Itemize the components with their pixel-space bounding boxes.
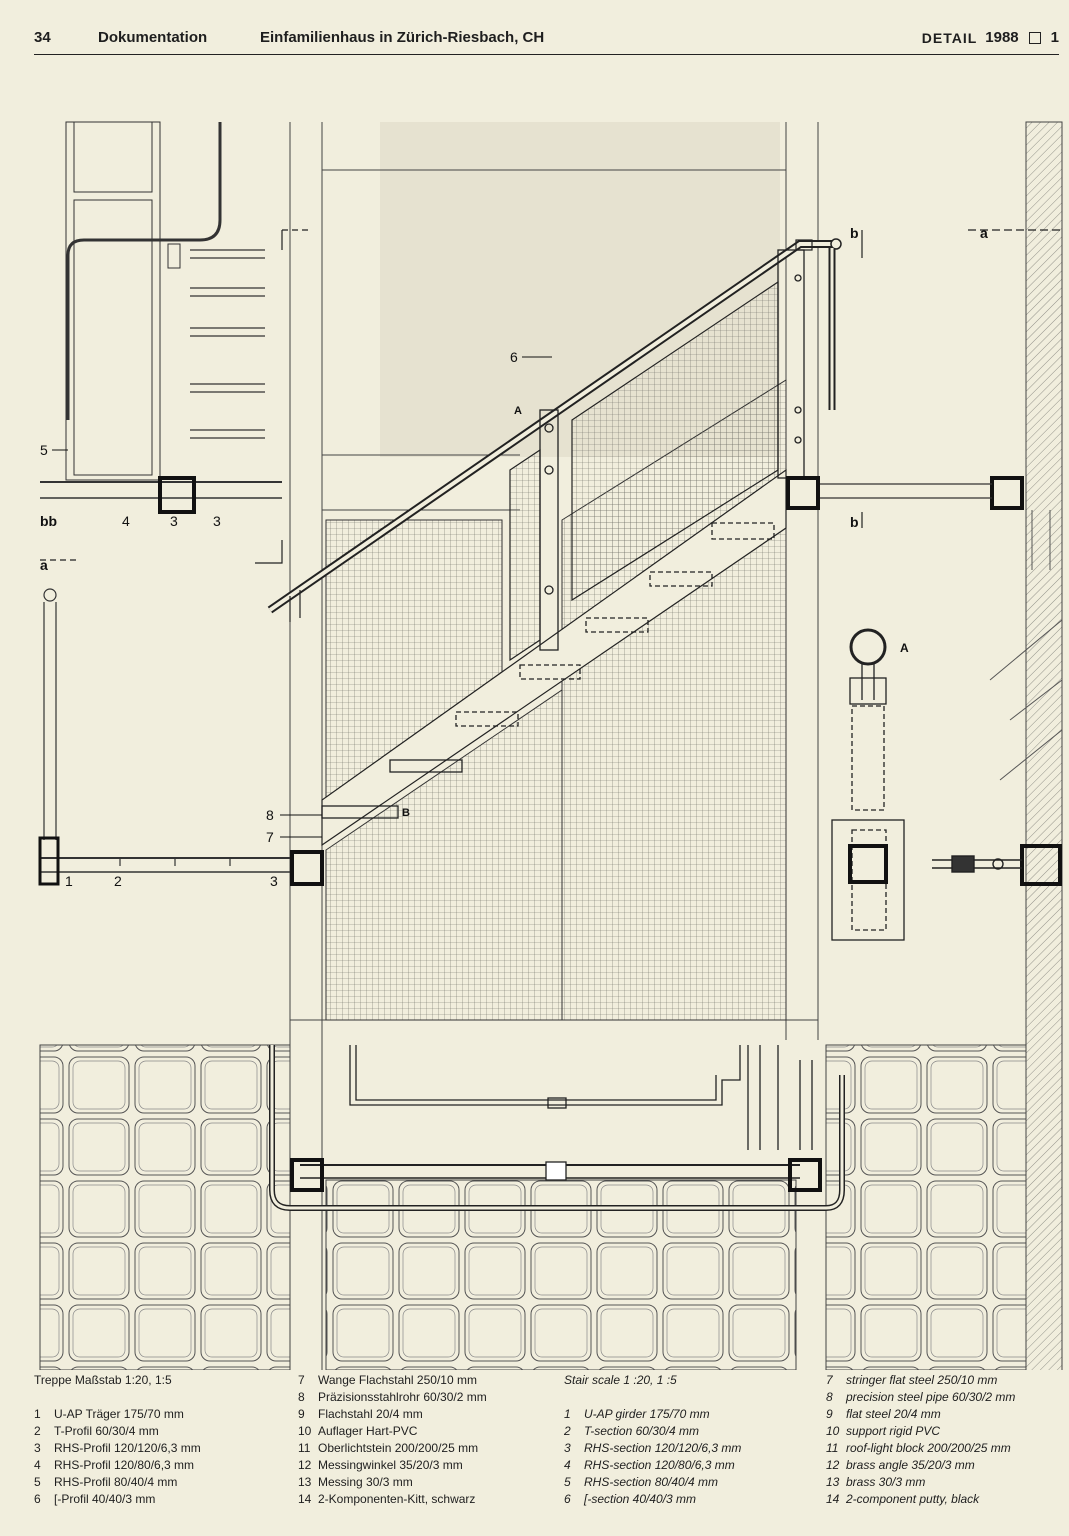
rhs-plan-left — [290, 1158, 324, 1192]
railing-mesh-left — [509, 448, 541, 662]
detail-a — [831, 628, 905, 941]
journal-brand: DETAIL — [921, 29, 978, 46]
left-lower-elevation — [40, 588, 290, 873]
glass-block-field-right — [825, 1044, 1027, 1370]
drawing-labels: 5 bb 4 3 3 a 1 2 3 8 7 6 A B b b a A — [40, 225, 988, 889]
glass-block-field-left — [39, 1044, 291, 1370]
label-8: 8 — [266, 807, 274, 823]
label-2: 2 — [114, 873, 122, 889]
wall-hatch — [1025, 121, 1063, 1370]
rhs-section-left-upper — [158, 476, 196, 514]
landing-plan — [269, 1045, 845, 1211]
label-5: 5 — [40, 442, 48, 458]
label-1: 1 — [65, 873, 73, 889]
label-bb: bb — [40, 513, 57, 529]
section-title: Dokumentation — [98, 29, 208, 46]
rhs-section-center — [786, 476, 820, 510]
journal-year: 1988 — [985, 29, 1019, 46]
label-3-upper-b: 3 — [213, 513, 221, 529]
detail-b-joint — [932, 855, 1022, 873]
rhs-plan-right — [788, 1158, 822, 1192]
journal-masthead: DETAIL 1988 1 — [922, 29, 1059, 46]
label-3-lower: 3 — [270, 873, 278, 889]
label-7: 7 — [266, 829, 274, 845]
label-leaders — [52, 356, 552, 838]
issue-square-icon — [1028, 31, 1041, 44]
page-header: 34 Dokumentation Einfamilienhaus in Züri… — [34, 26, 1059, 55]
rhs-section-right — [990, 476, 1024, 510]
legend-item: 6[-Profil 40/40/3 mm — [34, 1492, 156, 1506]
floor-profile-right — [820, 483, 992, 499]
article-title: Einfamilienhaus in Zürich-Riesbach, CH — [260, 29, 545, 46]
rhs-section-left-lower — [290, 850, 324, 886]
label-a-right: a — [980, 225, 988, 241]
label-b-top: b — [850, 225, 859, 241]
detail-rhs-a — [848, 844, 888, 884]
right-wall-detail — [989, 510, 1063, 781]
glass-block-field-center — [325, 1179, 797, 1370]
section-markers — [40, 229, 1060, 564]
detail-rhs-b — [1020, 844, 1062, 886]
label-a-left: a — [40, 557, 48, 573]
label-3-upper-a: 3 — [170, 513, 178, 529]
label-4-upper: 4 — [122, 513, 130, 529]
label-A-detail: A — [900, 641, 909, 655]
handrail — [267, 238, 842, 622]
label-B: B — [402, 807, 410, 819]
page-number: 34 — [34, 29, 51, 46]
stair-treads — [321, 522, 775, 819]
label-b-bottom: b — [850, 514, 859, 530]
stair-detail-drawing: 5 bb 4 3 3 a 1 2 3 8 7 6 A B b b a A — [38, 121, 1063, 1370]
upper-left-elevation — [40, 121, 282, 499]
legend-item: 6[-section 40/40/3 mm — [564, 1492, 697, 1506]
label-6: 6 — [510, 349, 518, 365]
journal-issue: 1 — [1050, 29, 1059, 46]
legend-en-heading: Stair scale 1 :20, 1 :5 — [564, 1373, 677, 1387]
u-ap-girder — [38, 836, 60, 886]
mesh-panel-lower — [325, 689, 563, 1021]
label-A-stair: A — [514, 405, 522, 417]
legend-de-heading: Treppe Maßstab 1:20, 1:5 — [34, 1373, 172, 1387]
